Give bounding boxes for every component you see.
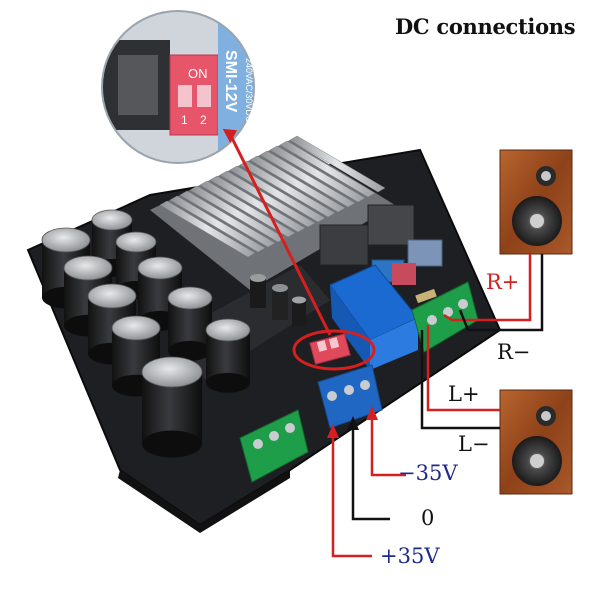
capacitor-top (63, 255, 113, 281)
capacitor-top (87, 283, 137, 309)
capacitor-base (168, 340, 212, 361)
capacitor-base (206, 372, 250, 393)
capacitor-top (115, 231, 157, 253)
wire-r-plus (443, 254, 532, 322)
power-wires (327, 406, 406, 558)
diagram-title: DC connections (395, 14, 576, 39)
zoom-relay-rating: 240VAC/30VDC (244, 58, 254, 123)
capacitor-base (142, 430, 202, 458)
dip-switch (309, 333, 351, 365)
capacitor-top (111, 315, 161, 341)
heatsink-fin (289, 135, 386, 193)
label-pos-35v: +35V (380, 544, 440, 568)
zoom-pointer-arrow (222, 128, 332, 336)
label-r-plus: R+ (486, 270, 520, 294)
capacitor-top (141, 356, 203, 388)
relay (329, 264, 419, 370)
power-terminal (317, 364, 383, 429)
heatsink-fin (179, 190, 276, 248)
small-capacitors (250, 274, 306, 326)
wire-l-plus (426, 325, 500, 412)
heatsink-fin (169, 195, 266, 253)
speaker-wires (420, 254, 544, 430)
speaker-left (499, 389, 573, 495)
wire-pos-35v (331, 436, 372, 558)
wire-l-minus (420, 330, 500, 430)
heatsink-fin (259, 150, 356, 208)
capacitor-top (137, 256, 183, 280)
heatsink-fin (249, 155, 346, 213)
wire-neg-35v (370, 418, 406, 477)
label-gnd: 0 (421, 506, 435, 530)
heatsink-fin (269, 145, 366, 203)
wire-r-minus (458, 254, 544, 332)
zoom-switch-number-1: 1 (181, 113, 188, 127)
label-r-minus: R− (497, 340, 531, 364)
capacitor-top (167, 286, 213, 310)
input-terminal (239, 409, 309, 483)
heatsink-fin (159, 200, 256, 258)
wire-gnd (351, 428, 390, 521)
switch-highlight-ring (292, 329, 376, 371)
zoom-on-label: ON (188, 66, 208, 81)
switch-zoom-callout: ON 1 2 SMI-12V 240VAC/30VDC (101, 10, 255, 164)
zoom-switch-number-2: 2 (200, 113, 207, 127)
label-l-plus: L+ (448, 382, 480, 406)
heatsink-fin (199, 180, 296, 238)
heatsink (150, 135, 395, 380)
zoom-relay-text: SMI-12V (222, 50, 239, 113)
capacitor-top (91, 209, 133, 231)
inductors (319, 204, 415, 266)
heatsink-fin (189, 185, 286, 243)
capacitor-top (205, 318, 251, 342)
capacitor-bank (41, 209, 251, 458)
speaker-right (499, 149, 573, 255)
label-neg-35v: −35V (398, 461, 458, 485)
label-l-minus: L− (458, 432, 490, 456)
capacitor-top (41, 227, 91, 253)
heatsink-fin (219, 170, 316, 228)
heatsink-fin (279, 140, 376, 198)
